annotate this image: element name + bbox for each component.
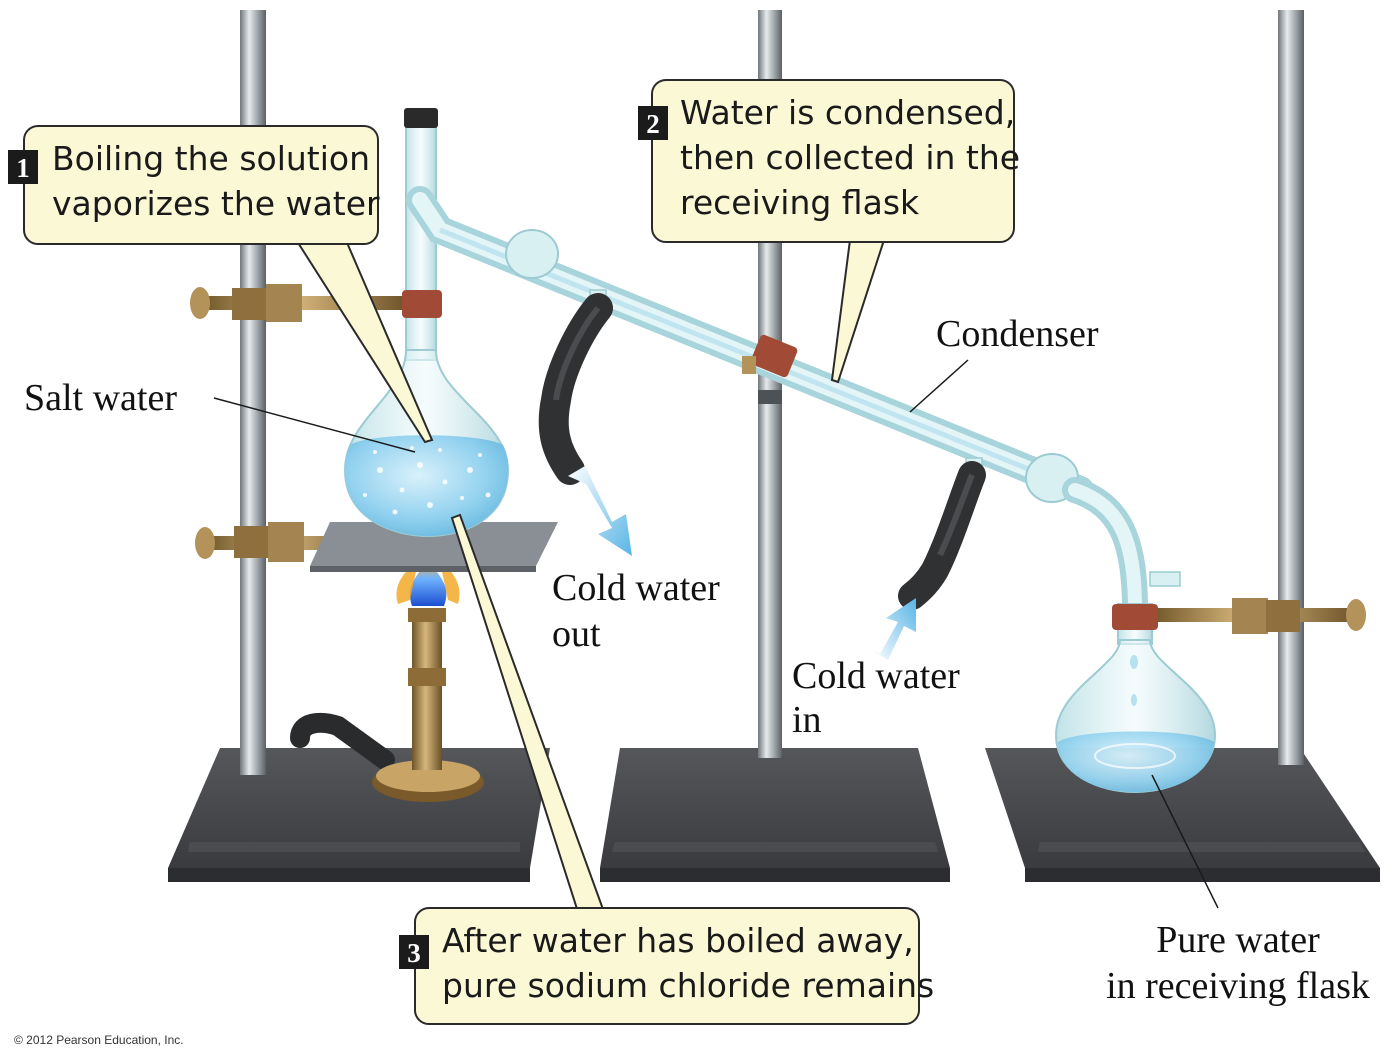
callout-line: Water is condensed, [680,93,1015,132]
flow-arrow-in [872,598,916,660]
pure-water-liquid [1058,731,1214,792]
label-pure-water-line2: in receiving flask [1106,965,1370,1007]
callout-line: then collected in the [680,138,1020,177]
hose-out-highlight [553,306,601,401]
stand-base-middle [600,748,950,882]
label-salt-water: Salt water [24,377,177,419]
flow-arrow-out [568,466,632,556]
hose-in-highlight [937,473,975,557]
rubber-band-boiling-flask [402,290,442,318]
callout-line: receiving flask [680,183,920,222]
water-drop [1130,655,1138,669]
callout-2: 2 Water is condensed, then collected in … [638,79,1020,243]
stand-rod-left [240,10,266,775]
callout-line: pure sodium chloride remains [442,966,934,1005]
condenser-clamp-stub [742,356,756,374]
step-number: 3 [407,938,421,968]
label-cold-water-out-line2: out [552,613,601,655]
label-cold-water-in-line1: Cold water [792,655,960,697]
callout-line: Boiling the solution [52,139,370,178]
step-badge [8,150,38,184]
pointer-callout-2 [830,239,886,384]
callout-1: 1 Boiling the solution vaporizes the wat… [8,125,380,245]
step-badge [399,935,429,969]
leader-salt-water [213,397,416,453]
heating-plate [310,522,558,566]
bunsen-burner [290,608,484,802]
callout-3: 3 After water has boiled away, pure sodi… [399,907,934,1025]
rubber-band-receiving-flask [1112,604,1158,630]
burner-flame [410,560,447,606]
copyright-notice: © 2012 Pearson Education, Inc. [14,1033,184,1047]
stand-base-left [168,748,550,882]
callout-line: After water has boiled away, [442,921,914,960]
water-ripple [1094,743,1176,769]
leader-condenser [909,359,969,413]
heating-plate-edge [310,566,536,572]
salt-water-liquid [345,435,508,536]
flame-glow [396,562,460,604]
clamp-right [1150,598,1366,634]
step-number: 1 [16,153,30,183]
water-drop [1131,694,1137,706]
leader-pure-water [1151,774,1219,909]
step-number: 2 [646,109,660,139]
rubber-band-condenser [750,334,798,378]
callout-box [651,79,1015,243]
rod-shadow-band [758,390,782,404]
callout-box [23,125,379,245]
stand-rod-right [1278,10,1304,765]
leader-lines [213,359,1219,909]
label-condenser: Condenser [936,313,1099,355]
callout-line: vaporizes the water [52,184,380,223]
step-badge [638,106,668,140]
condenser-tube [406,186,1181,623]
label-cold-water-out-line1: Cold water [552,567,720,609]
label-pure-water-line1: Pure water [1156,919,1320,961]
label-cold-water-in-line2: in [792,699,822,741]
